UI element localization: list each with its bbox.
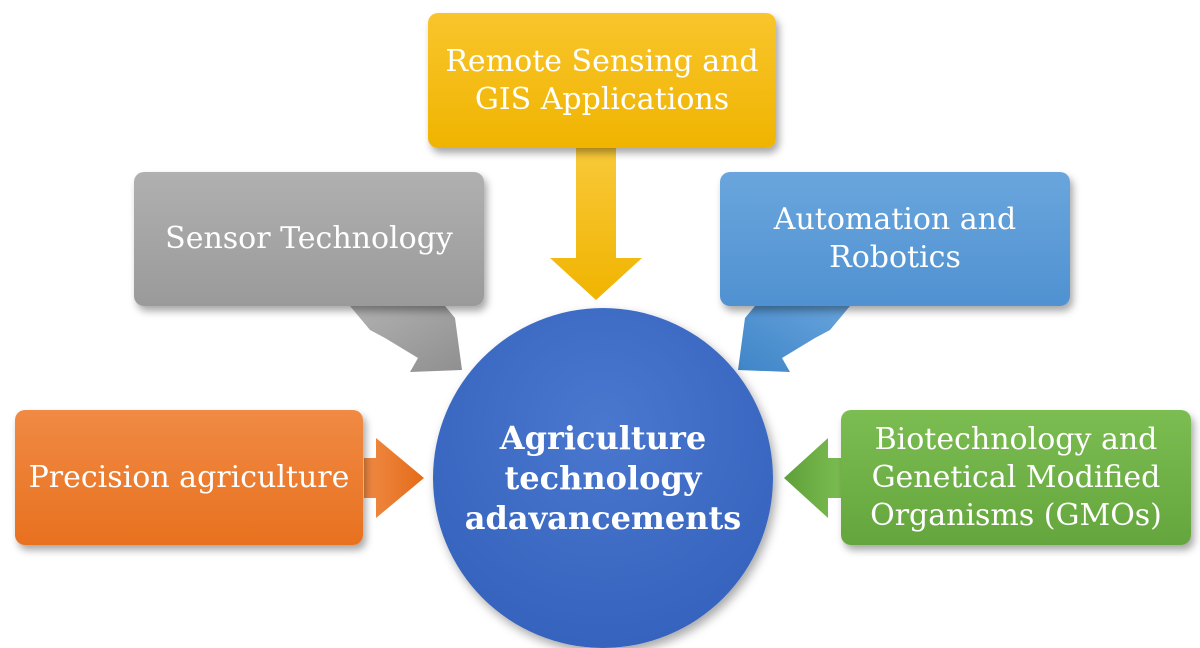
- node-sensor-technology-label: Sensor Technology: [165, 221, 453, 256]
- node-biotechnology-gmos-label: Biotechnology and Genetical Modified Org…: [870, 421, 1162, 533]
- remote-sensing-arrow: [550, 148, 642, 300]
- node-precision-agriculture: Precision agriculture: [15, 410, 363, 545]
- node-automation-robotics: Automation and Robotics: [720, 172, 1070, 306]
- biotechnology-arrow: [784, 438, 842, 518]
- central-topic-circle: Agriculture technology adavancements: [433, 308, 773, 648]
- central-topic-label: Agriculture technology adavancements: [464, 419, 742, 537]
- arrows-layer: [345, 148, 855, 518]
- node-remote-sensing-gis-label: Remote Sensing and GIS Applications: [445, 43, 759, 117]
- node-remote-sensing-gis: Remote Sensing and GIS Applications: [428, 13, 776, 148]
- automation-arrow: [738, 300, 855, 372]
- precision-agriculture-arrow: [364, 438, 424, 518]
- node-sensor-technology: Sensor Technology: [134, 172, 484, 306]
- node-biotechnology-gmos: Biotechnology and Genetical Modified Org…: [841, 410, 1191, 545]
- node-precision-agriculture-label: Precision agriculture: [28, 459, 350, 495]
- diagram: Agriculture technology adavancements Pre…: [15, 13, 1191, 648]
- node-automation-robotics-label: Automation and Robotics: [773, 202, 1017, 275]
- sensor-technology-arrow: [345, 300, 462, 372]
